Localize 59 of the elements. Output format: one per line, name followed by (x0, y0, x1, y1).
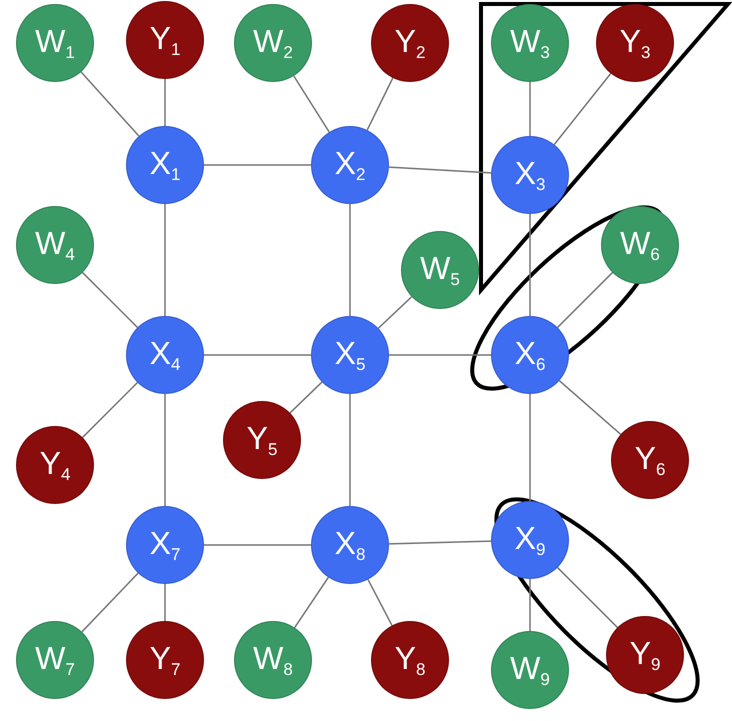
connector-line (388, 166, 492, 174)
connector-line (290, 382, 322, 414)
node-label: X$_{2}$ (334, 147, 366, 183)
node-label: Y$_{5}$ (246, 422, 278, 458)
node-label: W$_{5}$ (420, 252, 460, 288)
connector-line (529, 214, 531, 316)
node-label: Y$_{2}$ (394, 25, 426, 61)
connector-line (164, 584, 166, 621)
node-label: W$_{6}$ (620, 227, 660, 263)
node-label: X$_{1}$ (150, 147, 180, 183)
node-label: W$_{9}$ (510, 652, 550, 688)
connector-line (81, 572, 139, 632)
node-label: X$_{4}$ (150, 337, 180, 373)
connector-line (529, 579, 531, 631)
node-label: W$_{7}$ (35, 642, 75, 678)
connector-line (349, 204, 351, 316)
connector-line (164, 394, 166, 506)
connector-line (82, 272, 138, 328)
node-label: Y$_{3}$ (620, 25, 650, 61)
node-label: W$_{8}$ (253, 642, 293, 678)
connector-line (164, 204, 166, 316)
connector-line (204, 354, 311, 356)
node-label: Y$_{8}$ (394, 642, 426, 678)
connector-line (388, 540, 492, 545)
variable-node (596, 4, 674, 82)
node-label: W$_{4}$ (35, 227, 75, 263)
connector-line (204, 544, 311, 546)
node-label: X$_{5}$ (334, 337, 366, 373)
connector-line (557, 567, 618, 628)
connector-line (558, 380, 622, 435)
connector-line (349, 394, 351, 506)
node-label: Y$_{4}$ (40, 447, 70, 483)
connector-line (554, 73, 612, 145)
variable-node (491, 316, 569, 394)
connector-line (557, 272, 613, 328)
connector-line (164, 79, 166, 126)
node-label: Y$_{7}$ (150, 642, 180, 678)
node-label: W$_{1}$ (35, 25, 75, 61)
connector-line (529, 82, 531, 136)
node-label: X$_{3}$ (514, 157, 546, 193)
connector-line (204, 164, 311, 166)
connector-line (367, 579, 393, 626)
node-label: Y$_{1}$ (150, 22, 180, 58)
node-label: Y$_{6}$ (634, 442, 666, 478)
connector-line (378, 296, 412, 329)
node-label: X$_{7}$ (150, 527, 180, 563)
node-label: X$_{9}$ (514, 522, 546, 558)
connector-line (294, 576, 329, 628)
connector-line (82, 382, 138, 438)
node-label: Y$_{9}$ (630, 637, 660, 673)
connector-line (293, 76, 330, 132)
node-label: W$_{3}$ (510, 25, 550, 61)
node-label: X$_{8}$ (334, 527, 366, 563)
connector-line (529, 394, 531, 501)
connector-line (80, 71, 140, 137)
node-label: X$_{6}$ (514, 337, 546, 373)
node-label: W$_{2}$ (253, 25, 293, 61)
connector-line (366, 78, 394, 130)
connector-line (389, 354, 491, 356)
